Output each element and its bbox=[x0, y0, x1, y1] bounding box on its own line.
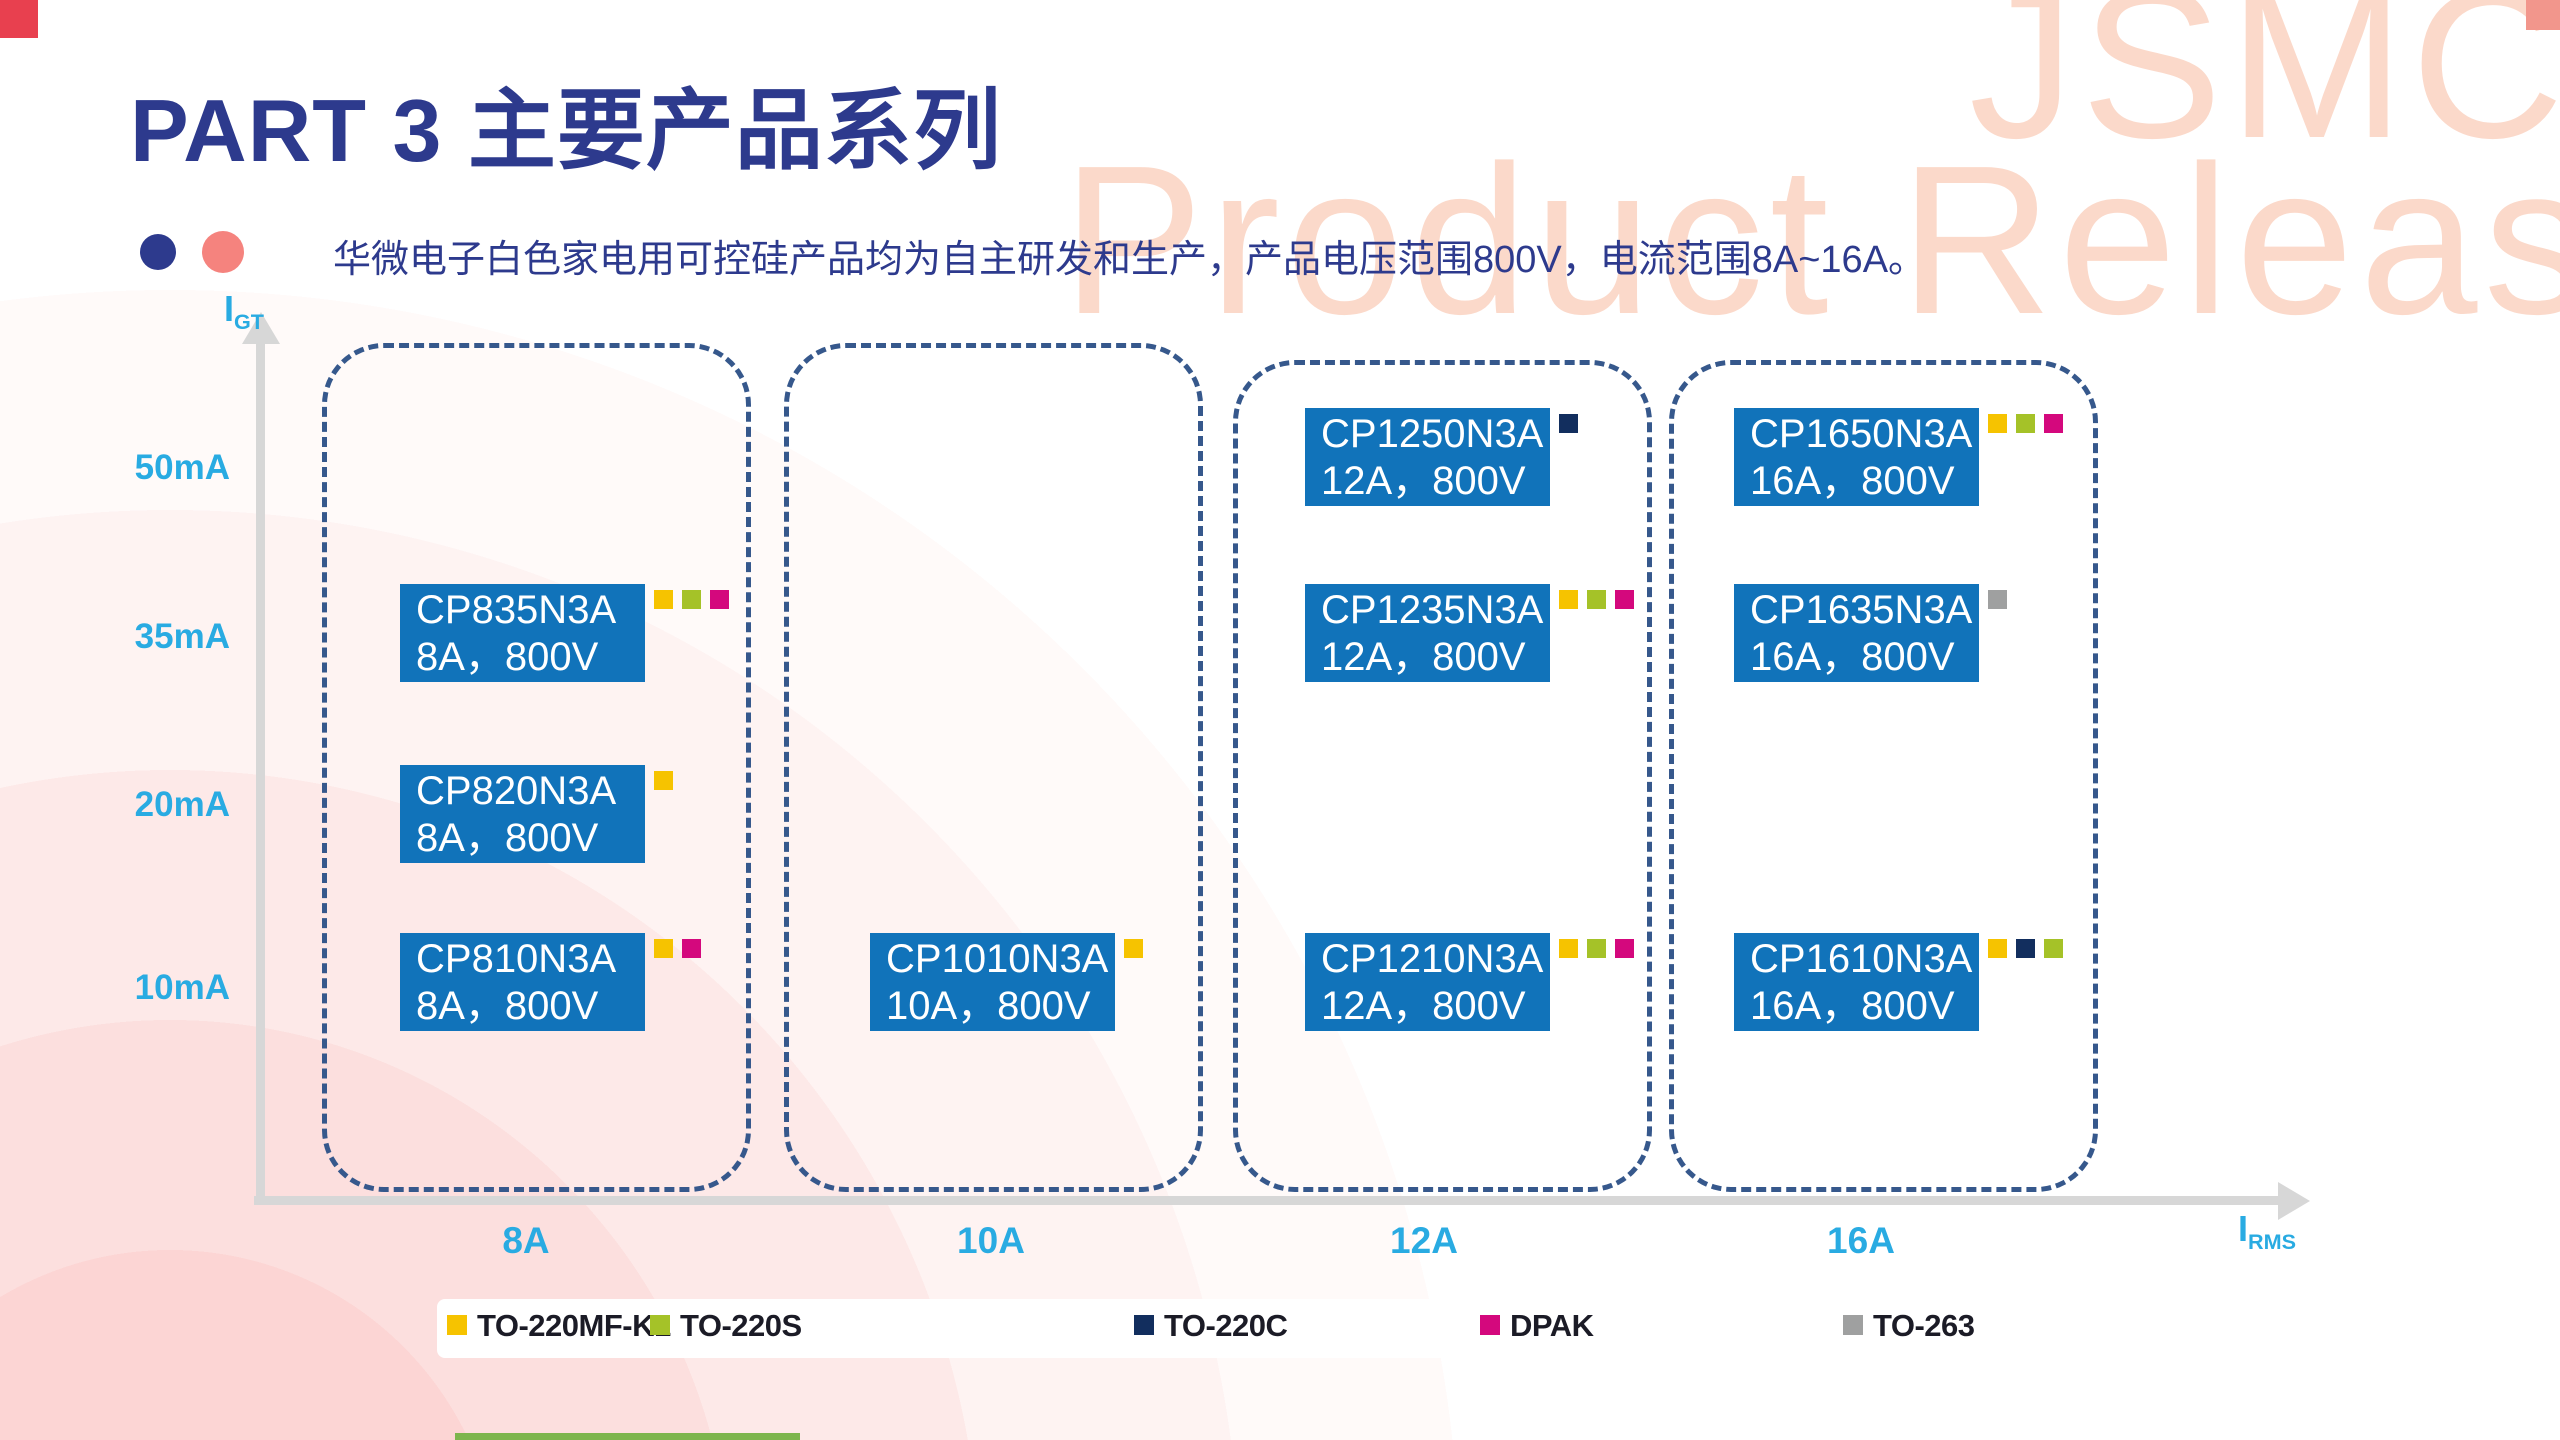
x-axis-label-base: I bbox=[2238, 1208, 2249, 1249]
legend-swatch-DPAK bbox=[1480, 1315, 1500, 1335]
x-axis-label-sub: RMS bbox=[2248, 1229, 2297, 1255]
legend-swatch-TO-220S bbox=[650, 1315, 670, 1335]
package-swatch-DPAK bbox=[2044, 414, 2063, 433]
product-name: CP835N3A bbox=[416, 588, 617, 632]
product-spec: 8A，800V bbox=[416, 635, 599, 679]
package-swatch-TO-263 bbox=[1988, 590, 2007, 609]
package-swatch-DPAK bbox=[1615, 939, 1634, 958]
legend-label-TO-263: TO-263 bbox=[1873, 1308, 1975, 1343]
y-tick-35mA: 35mA bbox=[134, 617, 230, 656]
product-name: CP1650N3A bbox=[1750, 412, 1973, 456]
product-name: CP1235N3A bbox=[1321, 588, 1544, 632]
package-swatch-TO-220S bbox=[1587, 590, 1606, 609]
x-tick-8A: 8A bbox=[502, 1220, 550, 1261]
y-tick-50mA: 50mA bbox=[134, 448, 230, 487]
package-swatch-TO-220S bbox=[2044, 939, 2063, 958]
corner-square-top-left bbox=[0, 0, 38, 38]
package-swatch-DPAK bbox=[682, 939, 701, 958]
y-axis-label-base: I bbox=[224, 288, 235, 329]
subtitle-text: 华微电子白色家电用可控硅产品均为自主研发和生产，产品电压范围800V，电流范围8… bbox=[333, 239, 1927, 281]
legend-label-TO-220S: TO-220S bbox=[680, 1308, 802, 1343]
product-name: CP1250N3A bbox=[1321, 412, 1544, 456]
package-swatch-TO-220C bbox=[2016, 939, 2035, 958]
legend-background bbox=[437, 1299, 2037, 1358]
package-swatch-TO-220S bbox=[2016, 414, 2035, 433]
product-spec: 12A，800V bbox=[1321, 984, 1526, 1028]
y-axis-line bbox=[256, 342, 265, 1200]
x-tick-16A: 16A bbox=[1827, 1220, 1895, 1261]
product-spec: 16A，800V bbox=[1750, 635, 1955, 679]
legend-label-DPAK: DPAK bbox=[1510, 1308, 1594, 1343]
legend-swatch-TO-220C bbox=[1134, 1315, 1154, 1335]
column-10A bbox=[784, 343, 1203, 1192]
x-tick-10A: 10A bbox=[957, 1220, 1025, 1261]
package-swatch-TO-220MF-K1 bbox=[1988, 939, 2007, 958]
package-swatch-TO-220S bbox=[1587, 939, 1606, 958]
bullet-dot-pink bbox=[202, 231, 244, 273]
product-spec: 16A，800V bbox=[1750, 984, 1955, 1028]
product-name: CP1210N3A bbox=[1321, 937, 1544, 981]
y-axis-label: IGT bbox=[224, 288, 264, 335]
package-swatch-TO-220C bbox=[1559, 414, 1578, 433]
product-name: CP1635N3A bbox=[1750, 588, 1973, 632]
product-spec: 8A，800V bbox=[416, 984, 599, 1028]
bottom-accent-strip bbox=[455, 1433, 800, 1440]
product-spec: 8A，800V bbox=[416, 816, 599, 860]
package-swatch-TO-220MF-K1 bbox=[1559, 939, 1578, 958]
y-axis-arrow-icon bbox=[242, 312, 280, 344]
product-name: CP1010N3A bbox=[886, 937, 1109, 981]
legend-swatch-TO-263 bbox=[1843, 1315, 1863, 1335]
corner-square-top-right bbox=[2526, 0, 2560, 30]
product-spec: 10A，800V bbox=[886, 984, 1091, 1028]
column-12A bbox=[1233, 360, 1652, 1192]
package-swatch-TO-220MF-K1 bbox=[654, 939, 673, 958]
legend-label-TO-220MF-K1: TO-220MF-K1 bbox=[477, 1308, 671, 1343]
x-tick-12A: 12A bbox=[1390, 1220, 1458, 1261]
y-tick-10mA: 10mA bbox=[134, 968, 230, 1007]
x-axis-label: IRMS bbox=[2238, 1208, 2296, 1255]
package-swatch-TO-220MF-K1 bbox=[1124, 939, 1143, 958]
package-swatch-DPAK bbox=[710, 590, 729, 609]
page-title: PART 3 主要产品系列 bbox=[130, 81, 1002, 180]
bullet-dot-navy bbox=[140, 234, 176, 270]
package-swatch-TO-220MF-K1 bbox=[1988, 414, 2007, 433]
product-spec: 12A，800V bbox=[1321, 635, 1526, 679]
product-name: CP820N3A bbox=[416, 769, 617, 813]
package-swatch-TO-220MF-K1 bbox=[654, 590, 673, 609]
product-spec: 12A，800V bbox=[1321, 459, 1526, 503]
x-axis-line bbox=[254, 1196, 2282, 1205]
legend-label-TO-220C: TO-220C bbox=[1164, 1308, 1288, 1343]
watermark-jsmc: JSMC bbox=[1968, 0, 2560, 182]
column-16A bbox=[1669, 360, 2098, 1192]
product-name: CP810N3A bbox=[416, 937, 617, 981]
package-swatch-DPAK bbox=[1615, 590, 1634, 609]
package-swatch-TO-220MF-K1 bbox=[1559, 590, 1578, 609]
legend-swatch-TO-220MF-K1 bbox=[447, 1315, 467, 1335]
column-8A bbox=[322, 343, 751, 1192]
package-swatch-TO-220MF-K1 bbox=[654, 771, 673, 790]
package-swatch-TO-220S bbox=[682, 590, 701, 609]
y-tick-20mA: 20mA bbox=[134, 785, 230, 824]
watermark-product-release: Product Release bbox=[1062, 121, 2560, 358]
product-spec: 16A，800V bbox=[1750, 459, 1955, 503]
product-name: CP1610N3A bbox=[1750, 937, 1973, 981]
x-axis-arrow-icon bbox=[2278, 1182, 2310, 1220]
y-axis-label-sub: GT bbox=[234, 309, 265, 335]
